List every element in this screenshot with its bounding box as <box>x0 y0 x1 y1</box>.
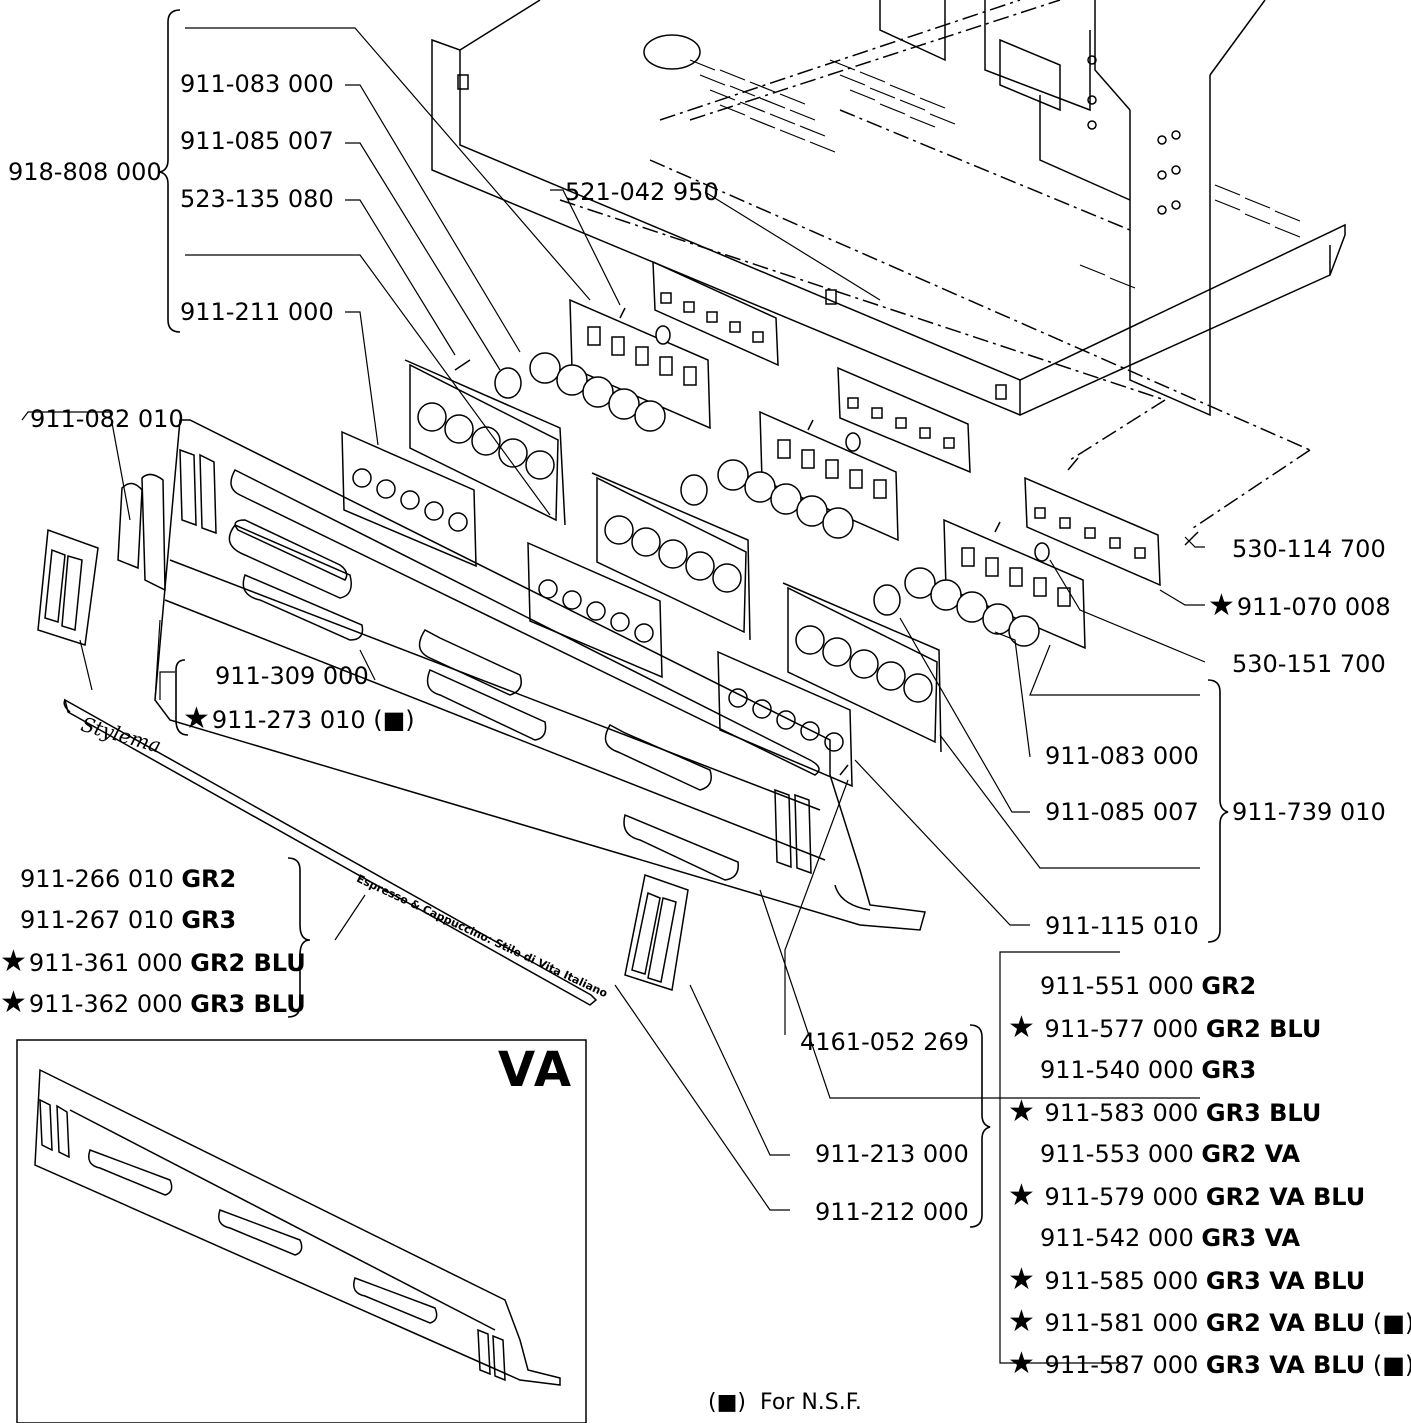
button-housing-3 <box>782 582 942 753</box>
star-icon: ★ <box>0 985 27 1020</box>
label-911-082-010: 911-082 010 <box>30 405 184 433</box>
front-panel-variant: 911-266 010 GR2 <box>20 865 237 893</box>
label-overlay-2 <box>527 541 663 679</box>
label-530-114-700: 530-114 700 <box>1232 535 1386 563</box>
lower-trim-panel <box>63 698 598 1006</box>
label-911-273-010: ★911-273 010 (■) <box>183 701 415 736</box>
star-icon: ★ <box>1208 588 1235 623</box>
switch-backplate-2 <box>837 366 971 474</box>
front-panel-variant: ★911-361 000 GR2 BLU <box>0 944 306 979</box>
label-911-085-007-right: 911-085 007 <box>1045 798 1199 826</box>
cover-variant: 911-542 000 GR3 VA <box>1040 1224 1301 1252</box>
button-housing-1 <box>404 359 566 526</box>
label-911-739-010: 911-739 010 <box>1232 798 1386 826</box>
va-inset <box>16 1039 587 1423</box>
label-911-070-008: ★911-070 008 <box>1208 588 1391 623</box>
label-overlay-1 <box>341 430 477 568</box>
cover-variant: 911-540 000 GR3 <box>1040 1056 1257 1084</box>
side-caps <box>37 473 689 991</box>
cover-variant: ★ 911-579 000 GR2 VA BLU <box>1008 1178 1366 1213</box>
label-911-212-000: 911-212 000 <box>815 1198 969 1226</box>
label-911-309-000: 911-309 000 <box>215 662 369 690</box>
cover-variant: ★ 911-583 000 GR3 BLU <box>1008 1094 1322 1129</box>
button-plate-2 <box>759 410 899 542</box>
cover-variant: ★ 911-581 000 GR2 VA BLU (■) <box>1008 1304 1411 1339</box>
footnote: (■) For N.S.F. <box>708 1390 862 1415</box>
switch-backplate-3 <box>1024 476 1161 587</box>
label-523-135-080: 523-135 080 <box>180 185 334 213</box>
label-521-042-950: 521-042 950 <box>565 178 719 206</box>
leader-lines <box>21 27 1206 1364</box>
cover-variant: ★ 911-585 000 GR3 VA BLU <box>1008 1262 1366 1297</box>
rotary-knobs <box>494 325 1050 616</box>
star-icon: ★ <box>1008 1262 1035 1297</box>
star-icon: ★ <box>1008 1346 1035 1381</box>
label-911-083-000-top: 911-083 000 <box>180 70 334 98</box>
screws <box>454 307 1199 776</box>
label-4161-052-269: 4161-052 269 <box>800 1028 969 1056</box>
nsf-symbol: (■) <box>708 1390 746 1415</box>
label-918-808-000: 918-808 000 <box>8 158 162 186</box>
label-530-151-700: 530-151 700 <box>1232 650 1386 678</box>
push-button-row-2 <box>717 459 854 539</box>
star-icon: ★ <box>1008 1178 1035 1213</box>
front-panel-variant: 911-267 010 GR3 <box>20 906 237 934</box>
label-911-211-000: 911-211 000 <box>180 298 334 326</box>
push-button-row-3 <box>904 567 1040 647</box>
button-housing-2 <box>591 472 751 641</box>
cover-variant: ★ 911-587 000 GR3 VA BLU (■) <box>1008 1346 1411 1381</box>
chassis-frame <box>431 0 1346 531</box>
star-icon: ★ <box>0 944 27 979</box>
star-icon: ★ <box>1008 1304 1035 1339</box>
cover-variant: 911-553 000 GR2 VA <box>1040 1140 1301 1168</box>
star-icon: ★ <box>1008 1010 1035 1045</box>
cover-variant: 911-551 000 GR2 <box>1040 972 1257 1000</box>
button-plate-3 <box>943 518 1086 650</box>
front-cover <box>154 419 926 931</box>
label-911-083-000-right: 911-083 000 <box>1045 742 1199 770</box>
switch-backplate-1 <box>652 260 779 367</box>
front-panel-variant: ★911-362 000 GR3 BLU <box>0 985 306 1020</box>
cover-variant: ★ 911-577 000 GR2 BLU <box>1008 1010 1322 1045</box>
braces <box>159 9 1229 1228</box>
label-911-115-010: 911-115 010 <box>1045 912 1199 940</box>
star-icon: ★ <box>1008 1094 1035 1129</box>
push-button-row-1 <box>529 352 666 432</box>
label-overlay-3 <box>717 650 853 788</box>
va-inset-title: VA <box>498 1042 574 1098</box>
star-icon: ★ <box>183 701 210 736</box>
label-911-213-000: 911-213 000 <box>815 1140 969 1168</box>
label-911-085-007-top: 911-085 007 <box>180 127 334 155</box>
